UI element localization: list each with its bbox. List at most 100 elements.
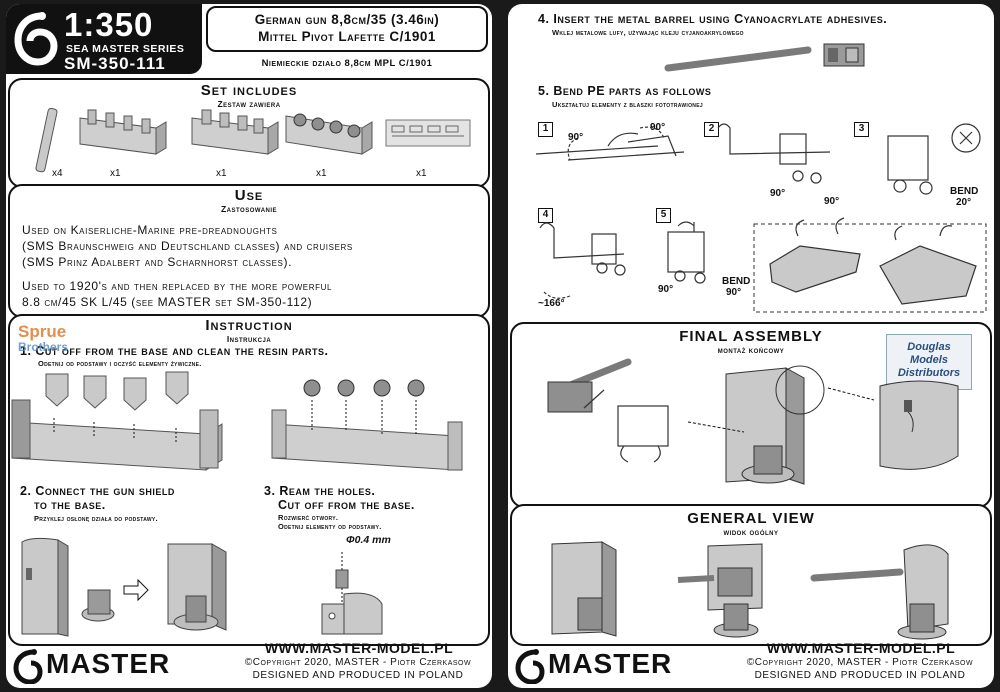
general-view-rear-icon [677, 543, 763, 638]
angle-90-a: 90° [568, 132, 584, 143]
metal-barrel-icon [664, 46, 812, 72]
master-logo-icon [13, 649, 43, 684]
base-part-3-icon [285, 113, 373, 155]
bend-label-3: BEND [950, 186, 979, 197]
angle-90-d: 90° [824, 196, 840, 207]
use-line-2: (SMS Braunschweig and Deutschland classe… [22, 239, 353, 253]
distributor-line3: Distributors [897, 367, 961, 379]
product-title-line1: German gun 8,8cm/35 (3.46in) [254, 12, 440, 27]
brand-scale: 1:350 [64, 6, 154, 43]
gun-mount-icon [81, 589, 115, 622]
footer-copyright: ©Copyright 2020, MASTER - Piotr Czerkaso… [244, 657, 472, 668]
distributor-line1: Douglas [907, 341, 951, 353]
use-subtitle: Zastosowanie [220, 204, 278, 214]
watermark-line2: Brothers [18, 340, 69, 354]
master-logo-icon [515, 649, 545, 684]
brand-box: 1:350 SEA MASTER SERIES SM-350-111 [6, 4, 202, 74]
assembled-mount-icon [167, 543, 227, 631]
general-view-illustration [551, 541, 949, 640]
drill-size-label: Φ0.4 mm [346, 534, 391, 546]
detail-view-icon [879, 380, 959, 470]
footer-left: MASTER WWW.MASTER-MODEL.PL ©Copyright 20… [6, 638, 492, 688]
pe-bend-1-icon [535, 126, 685, 161]
step-5-text: 5. Bend PE parts as follows [538, 84, 712, 98]
pe-bend-4-icon [539, 222, 626, 299]
angle-90-f: 90° [726, 287, 742, 298]
set-includes-subtitle: Zestaw zawiera [217, 99, 281, 109]
pe-fret-icon [385, 119, 471, 147]
final-assembly-title: FINAL ASSEMBLY [679, 328, 823, 345]
use-title: Use [234, 187, 264, 204]
set-includes-title: Set includes [200, 82, 298, 99]
angle-90-e: 90° [658, 284, 674, 295]
step-2-text-line2: to the base. [34, 498, 106, 512]
general-view-side-icon [810, 544, 949, 640]
pe-bend-3-icon [887, 123, 981, 195]
resin-base-1-icon [11, 399, 223, 471]
product-title-line2: Mittel Pivot Lafette C/1901 [258, 29, 436, 44]
step-1-text: 1. Cut off from the base and clean the r… [20, 344, 329, 358]
base-part-2-icon [191, 109, 279, 155]
set-parts-illustration [35, 107, 471, 173]
master-logo-text: MASTER [46, 648, 171, 679]
product-title-polish: Niemieckie działo 8,8cm MPL C/1901 [261, 58, 433, 69]
final-assembly-illustration [547, 358, 959, 485]
pe-cradle-icon [583, 389, 669, 463]
breech-block-icon [823, 43, 865, 67]
qty-base-1: x1 [110, 168, 121, 179]
step-5-polish: Ukształtuj elementy z blaszki fototrawio… [552, 100, 703, 109]
bend-box-1: 1 [538, 122, 553, 137]
step-4-text: 4. Insert the metal barrel using Cyanoac… [538, 12, 888, 26]
general-view-subtitle: widok ogólny [723, 527, 779, 537]
base-part-1-icon [79, 109, 167, 155]
step-1-polish: Odetnij od podstawy i oczyść elementy ży… [38, 359, 202, 368]
master-logo-text: MASTER [548, 648, 673, 679]
use-section: Use Zastosowanie Used on Kaiserliche-Mar… [8, 184, 490, 318]
step-3-polish-2: Odetnij elementy od podstawy. [278, 522, 382, 531]
pe-bend-2-icon [717, 123, 831, 184]
step-2-text-line1: 2. Connect the gun shield [20, 484, 175, 498]
bend-box-3: 3 [854, 122, 869, 137]
step-4-polish: Wklej metalowe lufy, używając kleju cyja… [552, 28, 744, 37]
gun-shield-icon [21, 537, 69, 637]
qty-base-2: x1 [216, 168, 227, 179]
use-line-4: Used to 1920's and then replaced by the … [22, 279, 333, 293]
step-3-polish-1: Rozwierć otwory. [278, 513, 339, 522]
brand-series: SEA MASTER SERIES [66, 43, 185, 55]
footer-right: MASTER WWW.MASTER-MODEL.PL ©Copyright 20… [508, 638, 994, 688]
instruction-page-left: 1:350 SEA MASTER SERIES SM-350-111 Germa… [6, 4, 492, 688]
qty-barrel: x4 [52, 168, 63, 179]
arrow-right-icon [123, 578, 149, 602]
use-line-3: (SMS Prinz Adalbert and Scharnhorst clas… [22, 255, 293, 269]
resin-base-2-icon [271, 400, 463, 471]
angle-90-c: 90° [770, 188, 786, 199]
distributor-line2: Models [910, 354, 948, 366]
bend-box-5: 5 [656, 208, 671, 223]
step-3-text-line2: Cut off from the base. [278, 498, 415, 512]
use-line-5: 8.8 cm/45 SK L/45 (see MASTER set SM-350… [22, 295, 313, 309]
barrel-part-icon [35, 107, 58, 173]
pe-bend-5-icon [667, 221, 706, 284]
footer-website: WWW.MASTER-MODEL.PL [264, 640, 454, 656]
footer-made-in: DESIGNED AND PRODUCED IN POLAND [754, 670, 966, 681]
watermark-line1: Sprue [18, 322, 67, 341]
reamed-part-icon [321, 552, 383, 635]
product-code: SM-350-111 [64, 54, 166, 73]
distributor-badge: Douglas Models Distributors [886, 334, 972, 390]
step-2-3-illustration [21, 537, 383, 637]
general-view-title: GENERAL VIEW [687, 510, 815, 527]
pe-detail-icon [769, 217, 977, 305]
step-3-text-line1: 3. Ream the holes. [264, 484, 376, 498]
qty-base-3: x1 [316, 168, 327, 179]
angle-166: ~166° [538, 298, 565, 309]
instruction-subtitle: Instrukcja [226, 334, 272, 344]
bend-pe-illustration [535, 123, 987, 313]
footer-website: WWW.MASTER-MODEL.PL [766, 640, 956, 656]
use-line-1: Used on Kaiserliche-Marine pre-dreadnoug… [22, 223, 278, 237]
product-title-box: German gun 8,8cm/35 (3.46in) Mittel Pivo… [206, 6, 488, 52]
bend-box-2: 2 [704, 122, 719, 137]
shield-parts-icon [45, 371, 189, 411]
angle-20: 20° [956, 197, 972, 208]
step-2-polish: Przyklej osłonę działa do podstawy. [34, 514, 158, 523]
bend-label-5: BEND [722, 276, 751, 287]
